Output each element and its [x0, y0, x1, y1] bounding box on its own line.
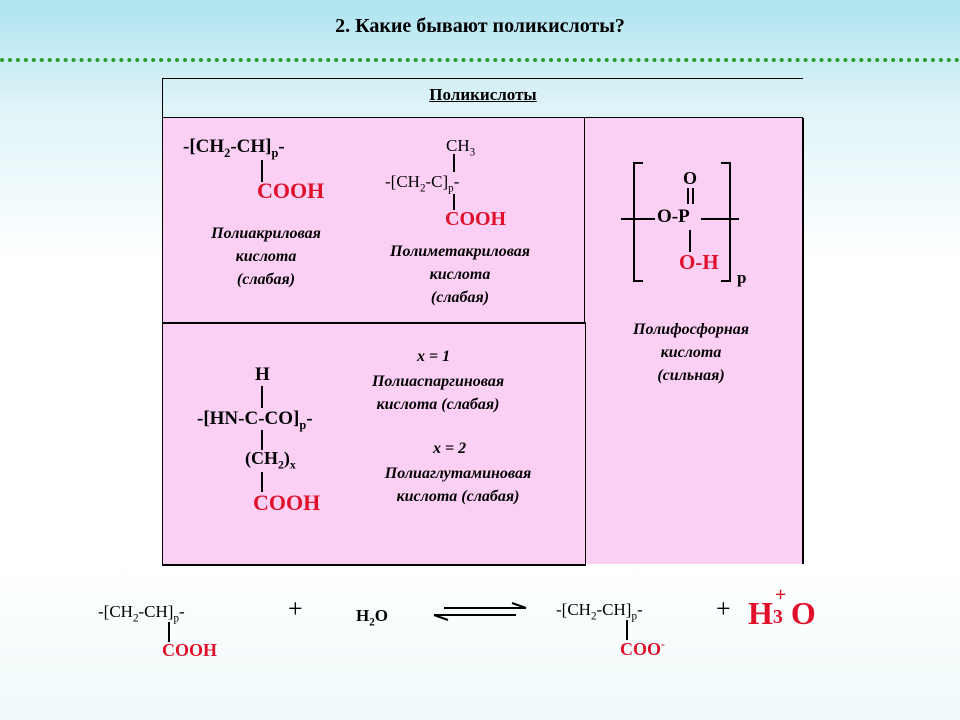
product-formula: -[CH2-CH]p- [556, 600, 643, 623]
polyamino-formula: -[HN-C-CO]p- [197, 408, 313, 432]
table-header: Поликислоты [429, 85, 537, 104]
bond-line [453, 154, 455, 172]
double-bond-2 [692, 188, 694, 204]
bond-line [261, 386, 263, 408]
amino-h: H [255, 364, 270, 385]
double-bond-1 [687, 188, 689, 204]
right-bracket [721, 162, 731, 282]
polyacrylic-formula: -[CH2-CH]p- [183, 136, 285, 160]
polymethacrylic-formula: -[CH2-C]p- [385, 172, 460, 195]
table-header-cell: Поликислоты [162, 78, 803, 119]
reactant-cooh: COOH [162, 640, 218, 660]
cell-polymethacrylic: CH3 -[CH2-C]p- COOH Полиметакриловая кис… [365, 118, 585, 322]
hydroxyl-oh: O-H [679, 250, 719, 274]
polyphosphoric-caption: Полифосфорная кислота (сильная) [633, 321, 749, 384]
polyacrylic-caption: Полиакриловая кислота (слабая) [211, 225, 321, 288]
x1-caption: Полиаспаргиновая кислота (слабая) [371, 373, 505, 413]
bond-line [261, 430, 263, 450]
bond-line [626, 620, 628, 640]
dotted-divider [0, 58, 960, 62]
repeat-p: p [737, 268, 747, 287]
bond-line [168, 622, 170, 642]
left-bracket [633, 162, 643, 282]
bond-line [261, 472, 263, 492]
polymethacrylic-ch3: CH3 [446, 136, 476, 159]
water-formula: H2O [356, 606, 388, 629]
plus-sign-1: + [288, 594, 303, 623]
cell-polyphosphoric: O O-P O-H p Полифосфорная кислота (сильн… [585, 118, 804, 564]
bond-line [261, 160, 263, 182]
polyamino-ch2: (CH2)x [245, 448, 296, 472]
product-coo: COO- [620, 638, 665, 659]
dissociation-equation: -[CH2-CH]p- COOH + H2O -[CH2-CH]p- COO- … [0, 584, 960, 680]
equilibrium-arrows-icon [433, 602, 527, 621]
polymethacrylic-caption: Полиметакриловая кислота (слабая) [390, 243, 530, 306]
phosphoryl-o: O [683, 168, 698, 188]
x2-caption: Полиаглутаминовая кислота (слабая) [384, 465, 532, 505]
cell-polyamino: H -[HN-C-CO]p- (CH2)x COOH x = 1 Полиасп… [162, 322, 586, 566]
bond-line [453, 194, 455, 210]
plus-sign-2: + [716, 594, 731, 623]
cell-polyacrylic: -[CH2-CH]p- COOH Полиакриловая кислота (… [162, 118, 366, 322]
chain-o-p: O-P [657, 206, 690, 228]
polymethacrylic-cooh: COOH [445, 208, 507, 230]
x2-label: x = 2 [433, 440, 467, 457]
reactant-formula: -[CH2-CH]p- [98, 602, 185, 625]
x1-label: x = 1 [417, 348, 451, 365]
chain-bond-left [621, 218, 655, 220]
polyacids-table: Поликислоты -[CH2-CH]p- COOH Полиакрилов… [162, 78, 804, 566]
chain-bond-right [701, 218, 739, 220]
bond-line [689, 230, 691, 252]
page-title: 2. Какие бывают поликислоты? [335, 15, 625, 37]
polyamino-cooh: COOH [253, 490, 321, 515]
polyacrylic-cooh: COOH [257, 178, 325, 203]
